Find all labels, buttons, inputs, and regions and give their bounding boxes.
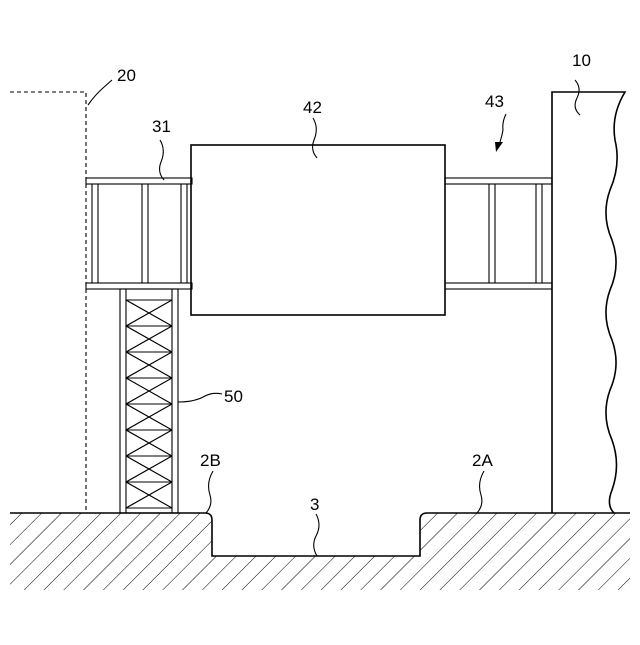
label-frame: 31 (152, 117, 171, 136)
label-tower: 50 (224, 387, 243, 406)
boundary-dashed-line (10, 92, 86, 513)
central-block (191, 145, 445, 315)
label-ground-left: 2B (200, 451, 221, 470)
left-frame (86, 178, 192, 289)
label-ground-right: 2A (472, 451, 493, 470)
leader-lines (88, 80, 580, 556)
wall (552, 92, 625, 513)
label-pit: 3 (310, 495, 319, 514)
label-block: 42 (303, 98, 322, 117)
arrow-43 (495, 114, 506, 152)
lattice-tower (120, 289, 178, 513)
right-frame (445, 178, 552, 289)
label-wall: 10 (572, 51, 591, 70)
label-arrow-ref: 43 (485, 92, 504, 111)
ground-hatching (10, 513, 630, 590)
label-boundary: 20 (117, 66, 136, 85)
